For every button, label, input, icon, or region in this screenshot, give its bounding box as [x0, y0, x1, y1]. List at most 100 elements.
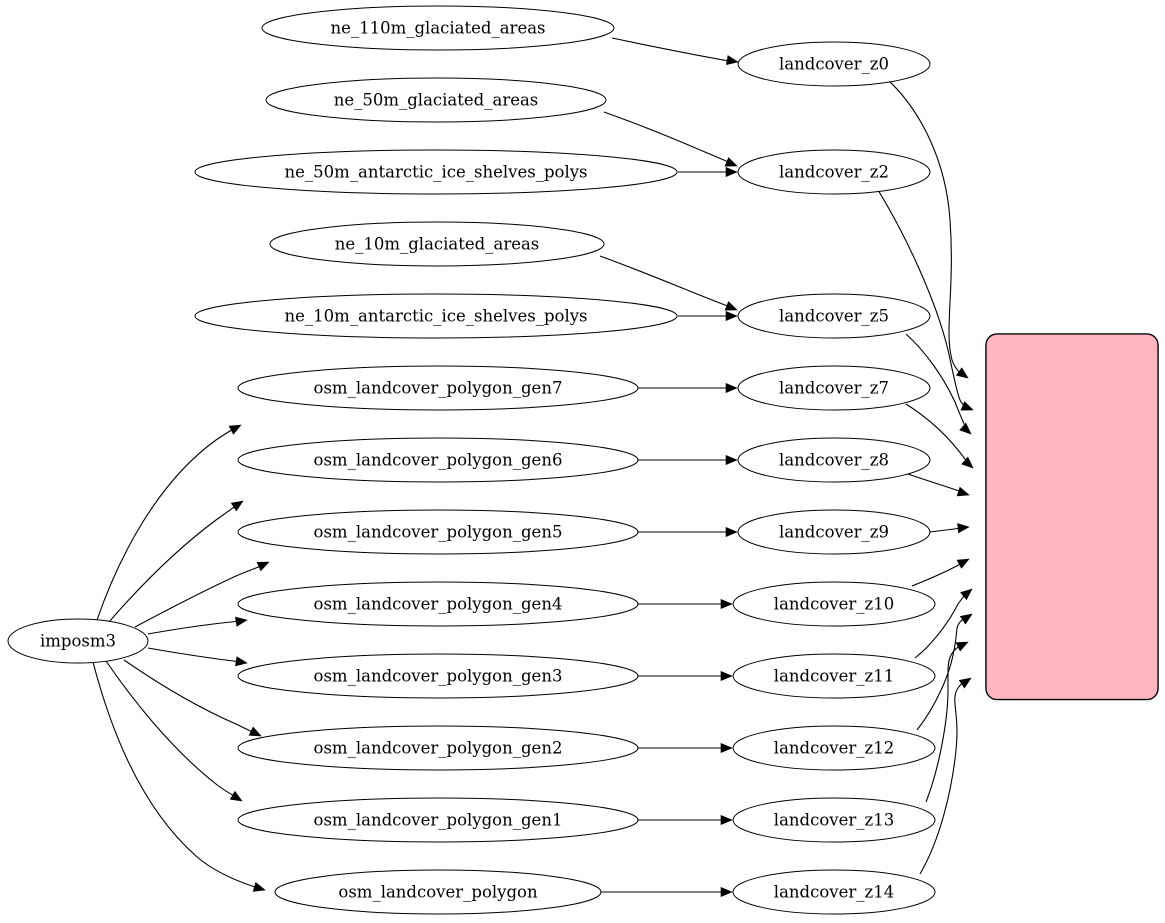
node-landcover_z9[interactable]: landcover_z9	[737, 509, 931, 555]
source-node-ellipse	[7, 618, 149, 664]
arrowhead	[961, 456, 974, 469]
edge-landcover_z7-to-row_z7	[905, 403, 974, 469]
edge-landcover_z11-to-row_z11	[914, 588, 973, 659]
landcover-node-ellipse	[737, 365, 931, 411]
landcover-node-ellipse	[732, 653, 936, 699]
node-landcover_z12[interactable]: landcover_z12	[732, 725, 936, 771]
arrowhead	[724, 301, 738, 311]
arrowhead	[720, 886, 733, 898]
landcover-node-ellipse	[732, 869, 936, 915]
edge-imposm3-to-osm_landcover_polygon_gen1	[105, 660, 243, 802]
node-landcover_z7[interactable]: landcover_z7	[737, 365, 931, 411]
natural-earth-node-ellipse	[194, 149, 678, 195]
node-landcover_z2[interactable]: landcover_z2	[737, 149, 931, 195]
edges-layer	[92, 37, 974, 898]
osm-table-node-ellipse	[237, 437, 639, 483]
node-osm_landcover_polygon_gen1[interactable]: osm_landcover_polygon_gen1	[237, 797, 639, 843]
table-border	[985, 333, 1159, 701]
landcover-node-ellipse	[737, 437, 931, 483]
edge-ne_50m_glaciated_areas-to-landcover_z2	[603, 111, 738, 167]
node-landcover_z13[interactable]: landcover_z13	[732, 797, 936, 843]
node-osm_landcover_polygon_gen6[interactable]: osm_landcover_polygon_gen6	[237, 437, 639, 483]
edge-osm_landcover_polygon_gen6-to-landcover_z8	[638, 454, 738, 466]
node-landcover_z14[interactable]: landcover_z14	[732, 869, 936, 915]
arrowhead	[248, 726, 262, 737]
node-ne_110m_glaciated_areas[interactable]: ne_110m_glaciated_areas	[261, 5, 615, 51]
arrowhead	[256, 561, 270, 572]
arrowhead	[959, 613, 973, 625]
arrowhead	[957, 523, 970, 534]
osm-table-node-ellipse	[237, 581, 639, 627]
node-ne_10m_antarctic_ice_shelves_polys[interactable]: ne_10m_antarctic_ice_shelves_polys	[194, 293, 678, 339]
osm-table-node-ellipse	[237, 725, 639, 771]
edge-osm_landcover_polygon_gen5-to-landcover_z9	[638, 526, 738, 538]
node-landcover_z8[interactable]: landcover_z8	[737, 437, 931, 483]
edge-landcover_z13-to-row_z13	[925, 641, 969, 803]
natural-earth-node-ellipse	[269, 221, 605, 267]
edge-landcover_z5-to-row_z5-z6	[905, 333, 972, 435]
landcover-node-ellipse	[732, 581, 936, 627]
edge-imposm3-to-osm_landcover_polygon	[92, 661, 266, 892]
arrowhead	[724, 157, 738, 167]
natural-earth-node-ellipse	[261, 5, 615, 51]
edge-ne_10m_antarctic_ice_shelves_polys-to-landcover_z5	[678, 310, 738, 322]
arrowhead	[720, 670, 733, 682]
node-landcover_z11[interactable]: landcover_z11	[732, 653, 936, 699]
natural-earth-node-ellipse	[194, 293, 678, 339]
node-osm_landcover_polygon_gen5[interactable]: osm_landcover_polygon_gen5	[237, 509, 639, 555]
node-osm_landcover_polygon_gen4[interactable]: osm_landcover_polygon_gen4	[237, 581, 639, 627]
edge-osm_landcover_polygon-to-landcover_z14	[601, 886, 733, 898]
osm-table-node-ellipse	[274, 869, 602, 915]
edge-ne_10m_glaciated_areas-to-landcover_z5	[599, 255, 738, 311]
node-landcover_z5[interactable]: landcover_z5	[737, 293, 931, 339]
arrowhead	[725, 526, 738, 538]
node-ne_10m_glaciated_areas[interactable]: ne_10m_glaciated_areas	[269, 221, 605, 267]
edge-ne_110m_glaciated_areas-to-landcover_z0	[611, 37, 739, 66]
arrowhead	[959, 422, 972, 435]
node-landcover_z10[interactable]: landcover_z10	[732, 581, 936, 627]
landcover-node-ellipse	[732, 797, 936, 843]
arrowhead	[960, 588, 973, 601]
arrowhead	[958, 677, 972, 689]
arrowhead	[720, 814, 733, 826]
node-osm_landcover_polygon[interactable]: osm_landcover_polygon	[274, 869, 602, 915]
natural-earth-node-ellipse	[265, 77, 607, 123]
landcover-node-ellipse	[737, 41, 931, 87]
arrowhead	[956, 486, 970, 497]
edge-imposm3-to-osm_landcover_polygon_gen2	[123, 659, 262, 737]
node-osm_landcover_polygon_gen3[interactable]: osm_landcover_polygon_gen3	[237, 653, 639, 699]
arrowhead	[228, 424, 242, 435]
edge-osm_landcover_polygon_gen3-to-landcover_z11	[638, 670, 733, 682]
edge-landcover_z0-to-row_z0-z1	[887, 79, 969, 379]
edge-imposm3-to-osm_landcover_polygon_gen3	[147, 647, 248, 667]
arrowhead	[725, 382, 738, 394]
edge-landcover_z10-to-row_z10	[911, 558, 970, 587]
landcover-node-ellipse	[737, 149, 931, 195]
node-ne_50m_glaciated_areas[interactable]: ne_50m_glaciated_areas	[265, 77, 607, 123]
arrowhead	[235, 616, 248, 627]
node-osm_landcover_polygon_gen7[interactable]: osm_landcover_polygon_gen7	[237, 365, 639, 411]
arrowhead	[960, 401, 974, 411]
edge-landcover_z12-to-row_z12	[916, 613, 973, 731]
landcover-node-ellipse	[732, 725, 936, 771]
node-osm_landcover_polygon_gen2[interactable]: osm_landcover_polygon_gen2	[237, 725, 639, 771]
arrowhead	[252, 882, 266, 892]
edge-imposm3-to-osm_landcover_polygon_gen5	[134, 561, 270, 628]
edge-imposm3-to-osm_landcover_polygon_gen4	[147, 616, 248, 635]
edge-ne_50m_antarctic_ice_shelves_polys-to-landcover_z2	[678, 166, 738, 178]
node-ne_50m_antarctic_ice_shelves_polys[interactable]: ne_50m_antarctic_ice_shelves_polys	[194, 149, 678, 195]
edge-landcover_z14-to-row_z14+	[919, 677, 972, 875]
arrowhead	[725, 55, 739, 66]
arrowhead	[955, 641, 969, 652]
edge-imposm3-to-osm_landcover_polygon_gen7	[96, 424, 242, 621]
osm-table-node-ellipse	[237, 509, 639, 555]
node-imposm3[interactable]: imposm3	[7, 618, 149, 664]
edge-osm_landcover_polygon_gen2-to-landcover_z12	[638, 742, 733, 754]
node-landcover_z0[interactable]: landcover_z0	[737, 41, 931, 87]
edge-osm_landcover_polygon_gen1-to-landcover_z13	[638, 814, 733, 826]
arrowhead	[235, 656, 248, 667]
edge-landcover_z2-to-row_z2-z4	[877, 189, 974, 411]
arrowhead	[229, 790, 243, 802]
